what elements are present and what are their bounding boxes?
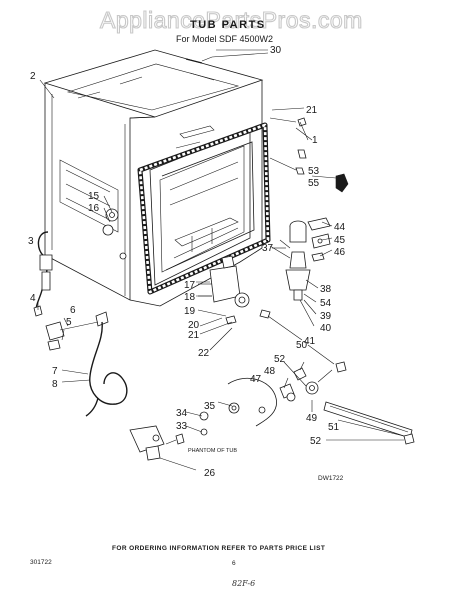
- callout-16: 16: [88, 203, 100, 214]
- callout-8: 8: [52, 379, 58, 390]
- callout-37: 37: [262, 243, 274, 254]
- callout-33: 33: [176, 421, 188, 432]
- callout-52-top: 52: [274, 354, 286, 365]
- page-number: 6: [232, 560, 236, 567]
- callout-1: 1: [312, 135, 318, 146]
- callout-2: 2: [30, 71, 36, 82]
- callout-7: 7: [52, 366, 58, 377]
- callout-17: 17: [184, 280, 196, 291]
- callout-20: 20: [188, 320, 200, 331]
- callout-38: 38: [320, 284, 332, 295]
- tub-assembly: [43, 49, 264, 307]
- callout-55: 55: [308, 178, 320, 189]
- callout-49: 49: [306, 413, 318, 424]
- callout-15: 15: [88, 191, 100, 202]
- callout-48: 48: [264, 366, 276, 377]
- callout-5: 5: [66, 317, 72, 328]
- handwritten-note: 82F-6: [232, 579, 255, 588]
- callout-40: 40: [320, 323, 332, 334]
- diagram-subtitle: For Model SDF 4500W2: [176, 34, 273, 44]
- callout-51: 51: [328, 422, 340, 433]
- callout-39: 39: [320, 311, 332, 322]
- gasket-screws: [269, 117, 349, 193]
- inlet-hose-and-cord: [33, 231, 128, 417]
- diagram-title: TUB PARTS: [190, 19, 266, 31]
- callout-50: 50: [296, 340, 308, 351]
- callout-22: 22: [198, 348, 210, 359]
- callout-53: 53: [308, 166, 320, 177]
- callout-34: 34: [176, 408, 188, 419]
- heater-assembly: [279, 361, 415, 445]
- watermark: AppliancePartsPros.com: [100, 7, 363, 33]
- callout-35: 35: [204, 401, 216, 412]
- part-30-clip: [185, 52, 269, 64]
- callout-26: 26: [204, 468, 216, 479]
- float-switch-assembly: [269, 220, 311, 301]
- callout-21-bottom: 21: [188, 330, 200, 341]
- callout-4: 4: [30, 293, 36, 304]
- callout-54: 54: [320, 298, 332, 309]
- callout-30: 30: [270, 45, 282, 56]
- callouts: 2 30 21 1 53 55 15 16 44 45 46 3 37 38 5…: [28, 45, 346, 479]
- callout-21-top: 21: [306, 105, 318, 116]
- footer-code: 301722: [30, 559, 52, 566]
- drain-assembly: [129, 377, 277, 461]
- callout-47: 47: [250, 374, 262, 385]
- leader-lines: [37, 49, 405, 471]
- callout-41: 41: [304, 336, 316, 347]
- callout-46: 46: [334, 247, 346, 258]
- callout-6: 6: [70, 305, 76, 316]
- diagram-code: DW1722: [318, 475, 344, 482]
- ordering-note: FOR ORDERING INFORMATION REFER TO PARTS …: [112, 545, 325, 552]
- bracket-17-19: [196, 255, 271, 325]
- phantom-of-tub-label: PHANTOM OF TUB: [188, 448, 237, 454]
- parts-44-46: [307, 217, 331, 262]
- callout-45: 45: [334, 235, 346, 246]
- callout-44: 44: [334, 222, 346, 233]
- door-gasket: [137, 122, 271, 295]
- callout-18: 18: [184, 292, 196, 303]
- callout-3: 3: [28, 236, 34, 247]
- callout-19: 19: [184, 306, 196, 317]
- callout-52-bottom: 52: [310, 436, 322, 447]
